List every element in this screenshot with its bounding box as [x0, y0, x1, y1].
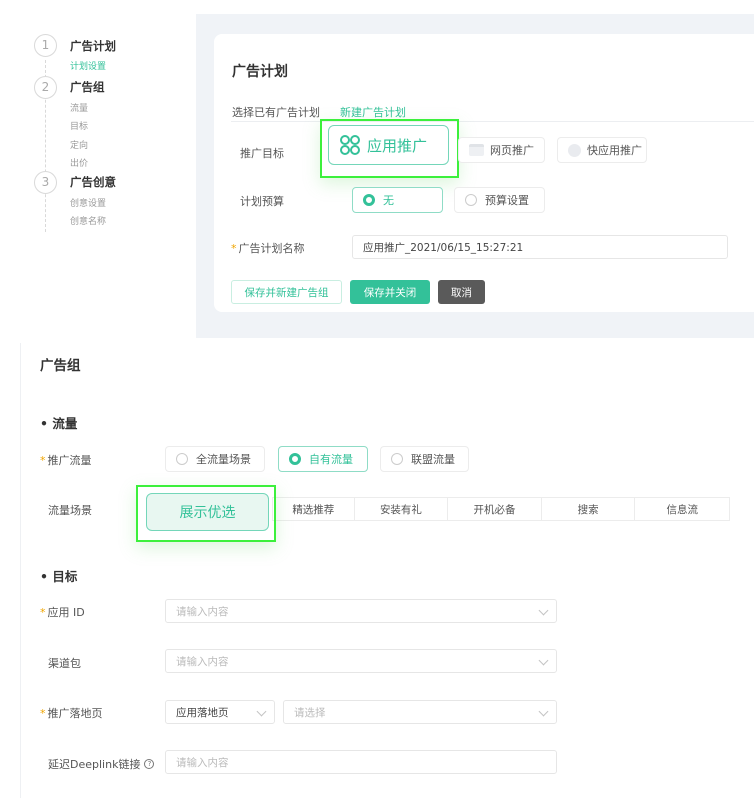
traffic-section-title: • 流量: [40, 416, 78, 431]
scene-display-optimal[interactable]: 展示优选: [146, 493, 269, 531]
app-id-label-text: 应用 ID: [47, 606, 85, 619]
chevron-down-icon: [256, 706, 267, 717]
step-number-2: 2: [34, 76, 57, 99]
quickapp-icon: [568, 143, 581, 157]
traffic-option-alliance-label: 联盟流量: [411, 453, 455, 466]
target-section-text: 目标: [52, 569, 78, 584]
step-sub-bid[interactable]: 出价: [70, 159, 89, 169]
step-sub-creative-settings[interactable]: 创意设置: [70, 199, 107, 209]
app-id-placeholder: 请输入内容: [176, 605, 229, 618]
target-label: 推广目标: [240, 147, 284, 160]
traffic-option-all[interactable]: 全流量场景: [165, 446, 265, 472]
tab-new-plan[interactable]: 新建广告计划: [340, 106, 406, 119]
deeplink-label-text: 延迟Deeplink链接: [48, 758, 141, 771]
group-panel-border: [20, 343, 21, 798]
step-title-creative[interactable]: 广告创意: [70, 175, 116, 189]
option-quickapp-promo[interactable]: 快应用推广: [557, 137, 647, 163]
step-sub-creative-name[interactable]: 创意名称: [70, 217, 107, 227]
step-number-1: 1: [34, 34, 57, 57]
ad-plan-panel: 1 广告计划 计划设置 2 广告组 流量 目标 定向 出价 3 广告创意 创意设…: [0, 0, 754, 338]
scene-search[interactable]: 搜索: [542, 498, 636, 520]
budget-option-none[interactable]: 无: [352, 187, 443, 213]
save-and-close-button[interactable]: 保存并关闭: [350, 280, 430, 304]
budget-option-set-label: 预算设置: [485, 194, 529, 207]
required-asterisk: *: [40, 454, 46, 467]
radio-checked-icon: [289, 453, 301, 465]
step-title-plan[interactable]: 广告计划: [70, 39, 116, 53]
plan-name-input[interactable]: 应用推广_2021/06/15_15:27:21: [352, 235, 728, 259]
deeplink-label: 延迟Deeplink链接 ?: [48, 756, 155, 772]
traffic-option-alliance[interactable]: 联盟流量: [380, 446, 469, 472]
tab-existing-plan[interactable]: 选择已有广告计划: [232, 106, 320, 119]
landing-page-select[interactable]: 请选择: [283, 700, 557, 724]
radio-checked-icon: [363, 194, 375, 206]
chevron-down-icon: [538, 706, 549, 717]
traffic-label: *推广流量: [40, 452, 92, 468]
channel-select[interactable]: 请输入内容: [165, 649, 557, 673]
required-asterisk: *: [231, 242, 237, 255]
plan-card: [214, 34, 754, 312]
plan-name-label: *广告计划名称: [231, 240, 305, 256]
landing-page-placeholder: 请选择: [294, 706, 326, 719]
channel-label: 渠道包: [48, 657, 81, 670]
scene-segmented-control: 精选推荐 安装有礼 开机必备 搜索 信息流: [272, 497, 730, 521]
option-quickapp-promo-label: 快应用推广: [587, 144, 642, 157]
deeplink-placeholder: 请输入内容: [176, 756, 229, 769]
plan-title: 广告计划: [232, 64, 288, 80]
landing-type-value: 应用落地页: [176, 706, 229, 719]
traffic-option-own[interactable]: 自有流量: [278, 446, 368, 472]
target-section-title: • 目标: [40, 569, 78, 584]
landing-label-text: 推广落地页: [47, 707, 103, 720]
option-app-promo-label: 应用推广: [367, 136, 428, 155]
chevron-down-icon: [538, 605, 549, 616]
budget-label: 计划预算: [240, 195, 284, 208]
budget-option-none-label: 无: [383, 194, 394, 207]
traffic-section-text: 流量: [52, 416, 78, 431]
scene-feed[interactable]: 信息流: [666, 503, 698, 516]
required-asterisk: *: [40, 707, 46, 720]
help-circle-icon[interactable]: ?: [144, 759, 155, 769]
traffic-label-text: 推广流量: [47, 454, 92, 467]
required-asterisk: *: [40, 606, 46, 619]
step-sub-plan-settings[interactable]: 计划设置: [70, 62, 107, 72]
scene-essential[interactable]: 开机必备: [448, 498, 542, 520]
option-web-promo[interactable]: 网页推广: [458, 137, 545, 163]
scene-featured[interactable]: 精选推荐: [273, 498, 355, 520]
step-connector: [45, 60, 46, 232]
step-sub-target[interactable]: 目标: [70, 122, 89, 132]
traffic-option-all-label: 全流量场景: [196, 453, 251, 466]
channel-placeholder: 请输入内容: [176, 655, 229, 668]
app-id-select[interactable]: 请输入内容: [165, 599, 557, 623]
scene-install-gift[interactable]: 安装有礼: [355, 498, 449, 520]
step-number-3: 3: [34, 171, 57, 194]
browser-window-icon: [469, 144, 484, 156]
landing-type-select[interactable]: 应用落地页: [165, 700, 275, 724]
radio-unchecked-icon: [176, 453, 188, 465]
deeplink-input[interactable]: 请输入内容: [165, 750, 557, 774]
chevron-down-icon: [538, 655, 549, 666]
step-sub-traffic[interactable]: 流量: [70, 104, 89, 114]
option-app-promo[interactable]: 应用推广: [328, 125, 449, 165]
step-title-group[interactable]: 广告组: [70, 80, 105, 94]
radio-unchecked-icon: [465, 194, 477, 206]
scene-label: 流量场景: [48, 504, 92, 517]
save-and-new-group-button[interactable]: 保存并新建广告组: [231, 280, 342, 304]
clover-icon: [340, 135, 360, 155]
budget-option-set[interactable]: 预算设置: [454, 187, 545, 213]
group-title: 广告组: [40, 358, 81, 374]
plan-name-label-text: 广告计划名称: [238, 242, 305, 255]
app-id-label: *应用 ID: [40, 604, 85, 620]
cancel-button[interactable]: 取消: [438, 280, 485, 304]
tab-divider: [231, 121, 754, 122]
highlight-display-optimal: [136, 485, 276, 542]
traffic-option-own-label: 自有流量: [309, 453, 353, 466]
option-web-promo-label: 网页推广: [490, 144, 534, 157]
radio-unchecked-icon: [391, 453, 403, 465]
step-sub-targeting[interactable]: 定向: [70, 141, 89, 151]
landing-label: *推广落地页: [40, 705, 103, 721]
